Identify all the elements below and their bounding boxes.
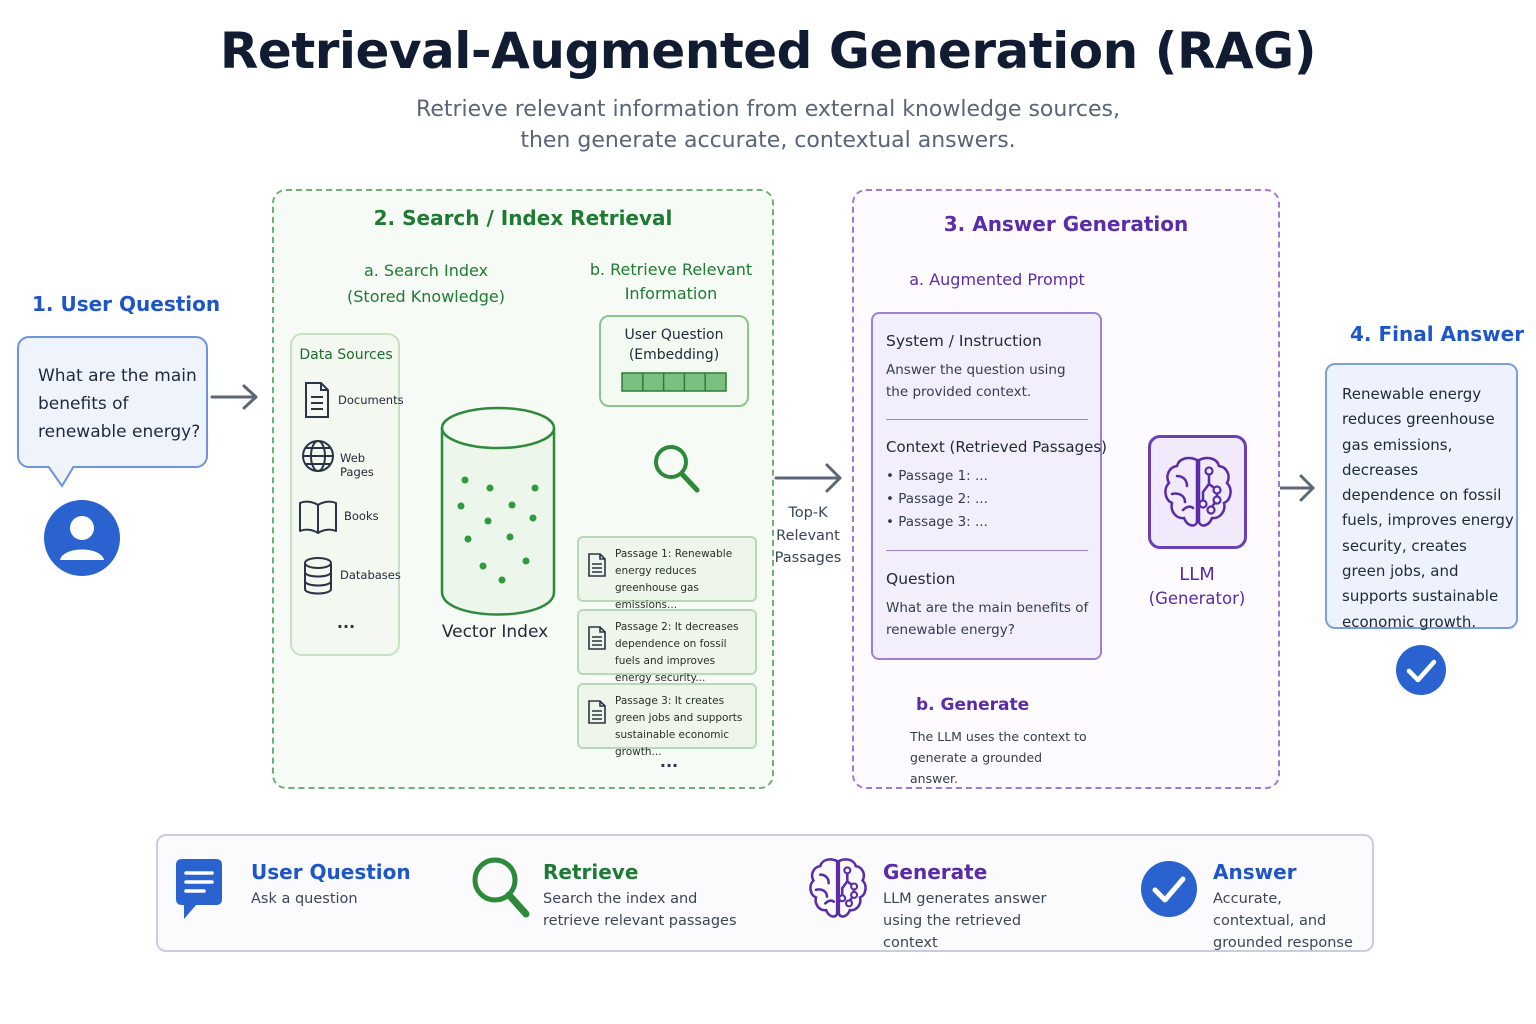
embedding-line-2: (Embedding)	[628, 347, 720, 363]
subtitle-line-1: Retrieve relevant information from exter…	[416, 97, 1120, 122]
search-icon	[654, 445, 700, 493]
context-item: • Passage 3: ...	[886, 514, 988, 530]
person-icon	[44, 500, 120, 576]
context-item-text: Passage 1: ...	[898, 468, 988, 484]
vector-index-icon	[440, 406, 556, 616]
subtitle-line-2: then generate accurate, contextual answe…	[520, 128, 1016, 153]
llm-box	[1148, 435, 1247, 549]
question-title: Question	[886, 570, 956, 588]
page-subtitle: Retrieve relevant information from exter…	[0, 94, 1536, 156]
document-icon	[588, 626, 606, 650]
summary-title-question: User Question	[251, 860, 411, 884]
generate-text: The LLM uses the context to generate a g…	[910, 729, 1087, 786]
final-answer-text: Renewable energy reduces greenhouse gas …	[1342, 385, 1514, 631]
step2-heading: 2. Search / Index Retrieval	[373, 206, 673, 230]
summary-title-retrieve: Retrieve	[543, 860, 639, 884]
passages-more: ...	[659, 752, 679, 771]
embedding-vector-icon	[621, 372, 727, 392]
search-index-title: a. Search Index	[363, 261, 489, 280]
source-books: Books	[344, 509, 379, 523]
summary-title-generate: Generate	[883, 860, 988, 884]
topk-line-2: Relevant	[776, 527, 840, 544]
llm-label-line-1: LLM	[1179, 564, 1215, 585]
llm-label: LLM (Generator)	[1140, 563, 1254, 611]
bubble-tail	[47, 466, 75, 488]
llm-label-line-2: (Generator)	[1148, 589, 1246, 608]
divider	[886, 419, 1088, 420]
context-list: • Passage 1: ... • Passage 2: ... • Pass…	[886, 465, 988, 534]
search-index-sub: (Stored Knowledge)	[347, 287, 505, 306]
document-icon	[305, 382, 329, 418]
step3-heading: 3. Answer Generation	[943, 212, 1189, 236]
chat-icon	[176, 859, 222, 919]
summary-desc-answer: Accurate, contextual, and grounded respo…	[1213, 891, 1353, 951]
retrieve-label: b. Retrieve Relevant Information	[574, 258, 768, 306]
page-title: Retrieval-Augmented Generation (RAG)	[219, 22, 1317, 80]
topk-line-3: Passages	[774, 550, 842, 566]
prompt-question-text: What are the main benefits of renewable …	[886, 600, 1089, 638]
data-sources-title: Data Sources	[299, 347, 393, 363]
summary-title-answer: Answer	[1213, 860, 1297, 884]
passage-card-3: Passage 3: It creates green jobs and sup…	[577, 683, 757, 758]
source-databases: Databases	[340, 568, 401, 582]
retrieve-label-line-1: b. Retrieve Relevant	[589, 260, 753, 279]
augmented-label: a. Augmented Prompt	[909, 270, 1085, 289]
summary-desc-generate: LLM generates answer using the retrieved…	[883, 891, 1047, 951]
context-title: Context (Retrieved Passages)	[886, 438, 1108, 456]
check-icon	[1396, 645, 1446, 695]
source-web-pages: Web Pages	[340, 451, 374, 479]
data-sources-box: Data Sources Documents Web Pages Books D…	[290, 333, 404, 656]
context-item: • Passage 2: ...	[886, 491, 988, 507]
arrow-icon	[774, 463, 842, 493]
step1-heading: 1. User Question	[32, 292, 221, 316]
embedding-box: User Question (Embedding)	[599, 315, 749, 407]
document-icon	[588, 553, 606, 577]
retrieve-label-line-2: Information	[624, 284, 718, 303]
summary-desc-retrieve: Search the index and retrieve relevant p…	[543, 891, 737, 929]
passage-text-2: Passage 2: It decreases dependence on fo…	[615, 621, 739, 684]
context-item-text: Passage 2: ...	[898, 491, 988, 507]
book-icon	[299, 500, 337, 534]
topk-line-1: Top-K	[788, 505, 828, 521]
vector-index-label: Vector Index	[441, 622, 549, 642]
context-item-text: Passage 3: ...	[898, 514, 988, 530]
question-text: What are the main benefits of renewable …	[38, 366, 201, 442]
final-answer-box: Renewable energy reduces greenhouse gas …	[1325, 363, 1518, 631]
embedding-line-1: User Question	[624, 327, 724, 343]
search-icon	[472, 857, 530, 918]
passage-card-1: Passage 1: Renewable energy reduces gree…	[577, 536, 757, 611]
context-item: • Passage 1: ...	[886, 468, 988, 484]
brain-icon	[1164, 456, 1232, 527]
document-icon	[588, 700, 606, 724]
sources-more: ...	[336, 613, 356, 632]
database-icon	[304, 557, 332, 595]
source-documents: Documents	[338, 393, 404, 407]
passage-card-2: Passage 2: It decreases dependence on fo…	[577, 609, 757, 684]
step4-heading: 4. Final Answer	[1350, 322, 1525, 346]
passage-text-3: Passage 3: It creates green jobs and sup…	[615, 695, 743, 758]
divider	[886, 550, 1088, 551]
search-index-label: a. Search Index (Stored Knowledge)	[326, 258, 526, 310]
system-text: Answer the question using the provided c…	[886, 362, 1066, 400]
check-icon	[1141, 861, 1197, 917]
topk-label: Top-K Relevant Passages	[773, 502, 843, 570]
question-bubble: What are the main benefits of renewable …	[17, 336, 208, 468]
summary-desc-question: Ask a question	[251, 891, 358, 907]
augmented-prompt-box: System / Instruction Answer the question…	[871, 312, 1107, 660]
brain-icon	[809, 858, 867, 918]
system-title: System / Instruction	[886, 332, 1042, 350]
embedding-label: User Question (Embedding)	[601, 325, 747, 365]
globe-icon	[302, 440, 334, 472]
arrow-icon	[210, 384, 258, 410]
passage-text-1: Passage 1: Renewable energy reduces gree…	[615, 548, 733, 611]
generate-label: b. Generate	[916, 695, 1030, 715]
